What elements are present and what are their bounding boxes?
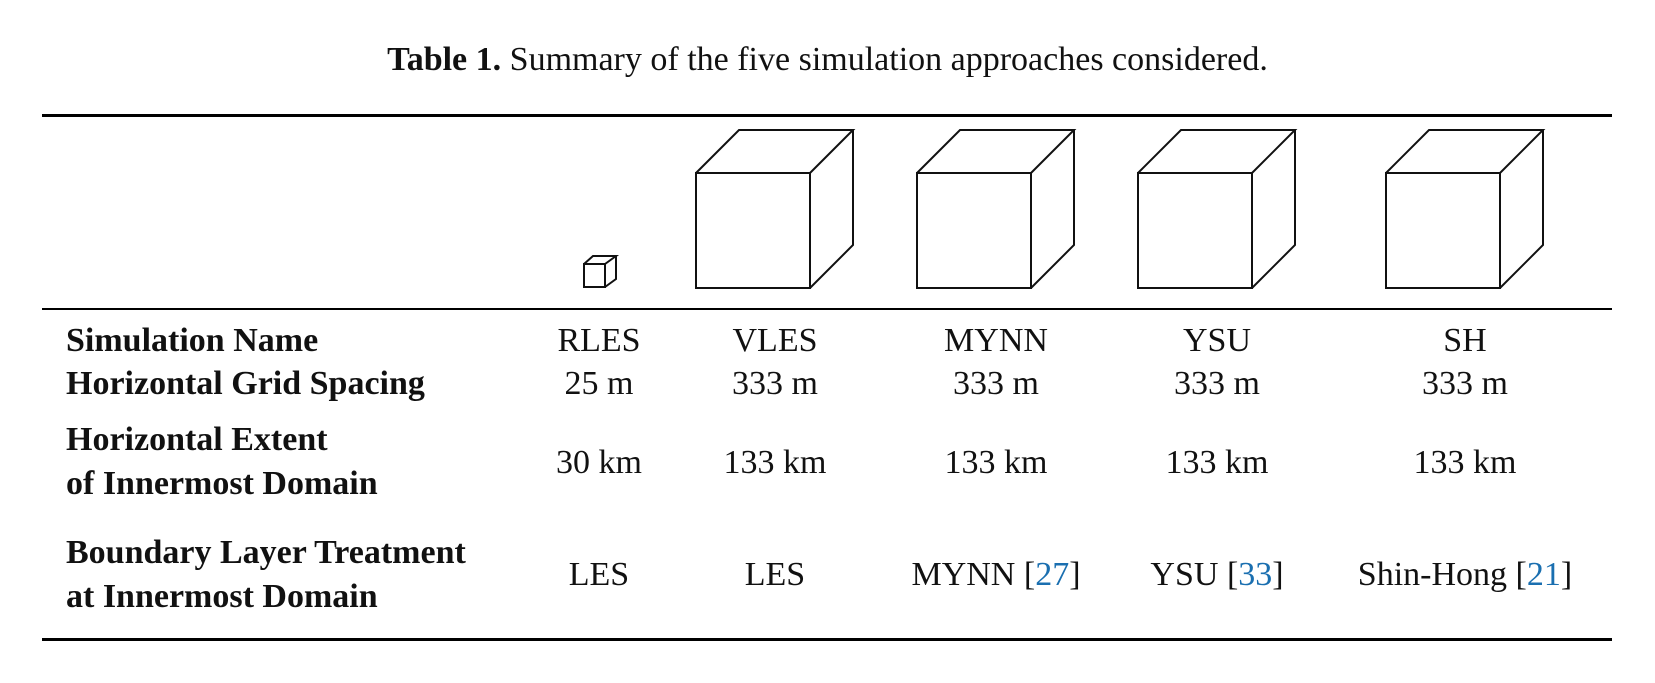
boundary-text: LES	[568, 556, 630, 593]
cell-extent-sh: 133 km	[1413, 444, 1517, 481]
boundary-text: MYNN	[911, 556, 1016, 593]
row-label-extent-line1: Horizontal Extent	[66, 421, 328, 458]
boundary-text: LES	[744, 556, 806, 593]
cell-grid-spacing-mynn: 333 m	[953, 365, 1039, 402]
table-caption: Table 1. Summary of the five simulation …	[0, 40, 1655, 80]
cell-simulation-name-ysu: YSU	[1182, 322, 1252, 359]
cell-grid-spacing-vles: 333 m	[732, 365, 818, 402]
row-label-grid-spacing: Horizontal Grid Spacing	[66, 365, 425, 402]
bottom-rule	[42, 638, 1612, 641]
mid-rule	[42, 308, 1612, 310]
cell-simulation-name-mynn: MYNN	[944, 322, 1048, 359]
cube-icon	[695, 129, 856, 289]
cell-extent-mynn: 133 km	[944, 444, 1048, 481]
cell-grid-spacing-sh: 333 m	[1422, 365, 1508, 402]
reference-link[interactable]: 21	[1526, 556, 1561, 593]
boundary-text: YSU	[1150, 556, 1219, 593]
cell-boundary-rles: LES	[569, 553, 629, 597]
cell-boundary-vles: LES	[745, 553, 805, 597]
caption-text: Summary of the five simulation approache…	[509, 41, 1268, 78]
cube-icon	[916, 129, 1077, 289]
cell-grid-spacing-rles: 25 m	[564, 365, 634, 402]
cube-icon	[1385, 129, 1546, 289]
cell-extent-rles: 30 km	[556, 444, 642, 481]
cell-grid-spacing-ysu: 333 m	[1174, 365, 1260, 402]
row-label-extent-line2: of Innermost Domain	[66, 465, 378, 502]
reference-link[interactable]: 27	[1035, 556, 1070, 593]
cell-boundary-ysu: YSU [33]	[1150, 556, 1284, 593]
cell-extent-vles: 133 km	[723, 444, 827, 481]
reference-link[interactable]: 33	[1238, 556, 1273, 593]
cell-simulation-name-sh: SH	[1443, 322, 1487, 359]
cell-extent-ysu: 133 km	[1165, 444, 1269, 481]
top-rule	[42, 114, 1612, 117]
cell-boundary-sh: Shin-Hong [21]	[1357, 556, 1573, 593]
cell-simulation-name-rles: RLES	[557, 322, 641, 359]
row-label-boundary-line1: Boundary Layer Treatment	[66, 534, 466, 571]
small-cube-icon	[583, 255, 620, 288]
row-label-simulation-name: Simulation Name	[66, 322, 319, 359]
cube-icon	[1137, 129, 1298, 289]
cell-boundary-mynn: MYNN [27]	[911, 556, 1081, 593]
cell-simulation-name-vles: VLES	[732, 322, 818, 359]
row-label-boundary-line2: at Innermost Domain	[66, 578, 378, 615]
boundary-text: Shin-Hong	[1357, 556, 1508, 593]
table-label: Table 1.	[387, 41, 502, 78]
